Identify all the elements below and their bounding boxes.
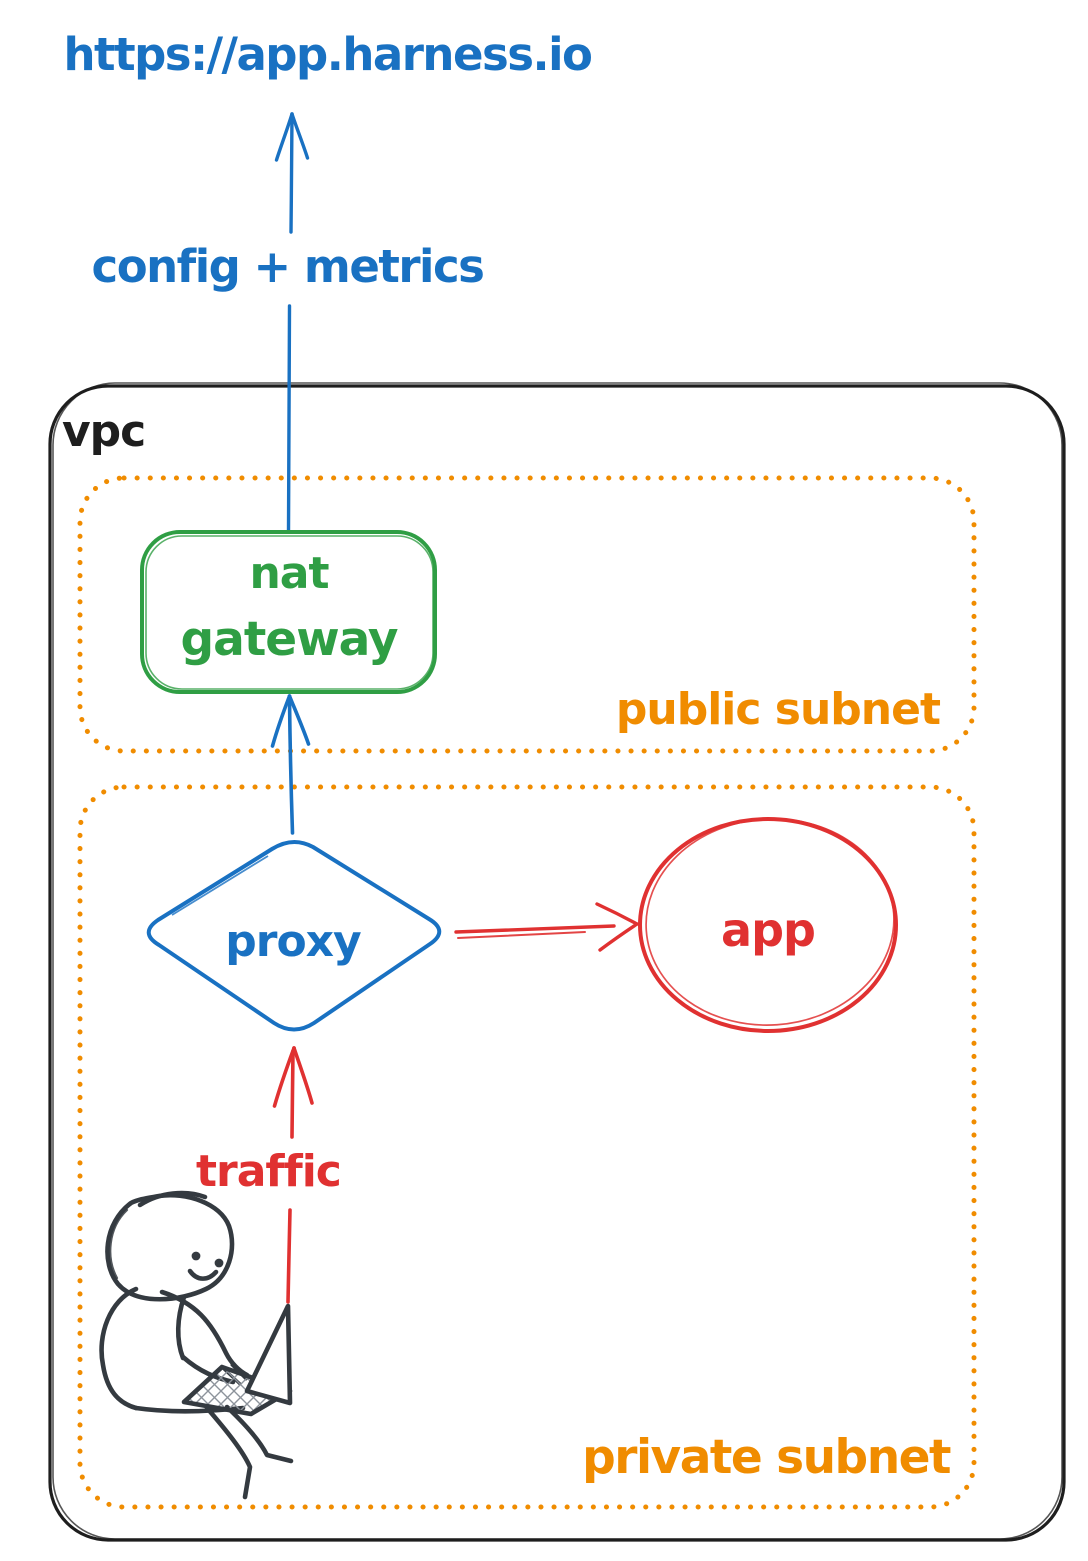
private-subnet-label: private subnet: [582, 1430, 951, 1485]
leg-back: [224, 1404, 294, 1464]
user-figure: [99, 1190, 294, 1500]
traffic-label: traffic: [196, 1146, 342, 1197]
nat-gateway-label-line1: nat: [249, 548, 329, 599]
vpc-container: [48, 382, 1066, 1542]
config-metrics-arrow: [274, 112, 310, 534]
traffic-arrow: [272, 1046, 314, 1304]
arm-stroke: [159, 1289, 250, 1378]
app-node: [638, 817, 898, 1033]
diagram-title: https://app.harness.io: [63, 28, 593, 81]
leg-front: [204, 1405, 253, 1500]
smile-stroke: [187, 1268, 219, 1281]
proxy-to-app-arrow: [454, 902, 639, 952]
proxy-to-gateway-arrow: [270, 694, 311, 835]
public-subnet-container: [77, 475, 977, 754]
nat-gateway-label-line2: gateway: [180, 612, 398, 667]
eye-left: [191, 1251, 201, 1261]
laptop-screen: [244, 1303, 293, 1406]
laptop-icon: [181, 1303, 293, 1417]
eye-right: [214, 1258, 224, 1268]
torso-front: [175, 1294, 187, 1361]
proxy-node: [146, 840, 442, 1032]
public-subnet-label: public subnet: [615, 684, 941, 735]
app-label: app: [721, 903, 816, 957]
config-metrics-label: config + metrics: [91, 240, 485, 293]
private-subnet-container: [77, 784, 977, 1510]
proxy-label: proxy: [225, 916, 362, 967]
head-outline: [105, 1192, 235, 1302]
torso-back: [99, 1286, 139, 1411]
vpc-label: vpc: [62, 406, 146, 457]
nat-gateway-node: [140, 530, 437, 694]
